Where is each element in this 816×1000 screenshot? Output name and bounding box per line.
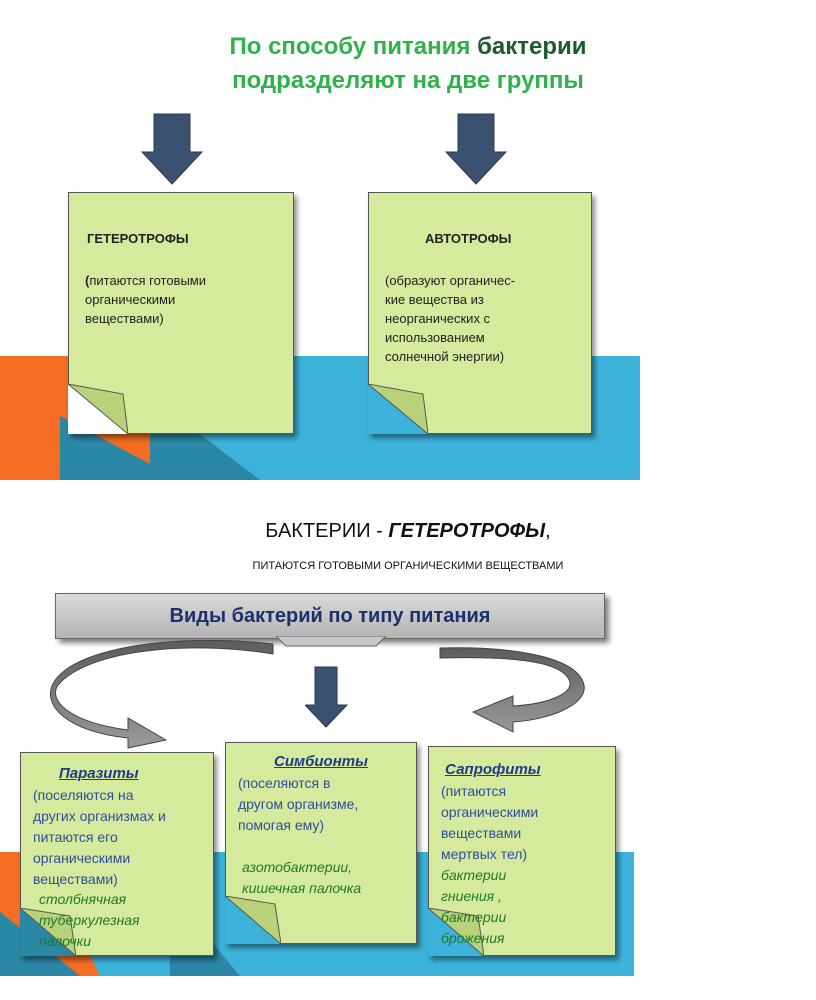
card-fold-corner [368, 384, 428, 434]
card-symbionts-examples: азотобактерии, кишечная палочка [242, 859, 362, 896]
card-heterotrophs: ГЕТЕРОТРОФЫ (питаются готовыми органичес… [68, 192, 294, 434]
arrow-down-left [140, 113, 204, 185]
section2-title-prefix: БАКТЕРИИ - [265, 520, 389, 542]
card-heterotrophs-paren: ( [85, 273, 90, 288]
card-saprophytes-title: Сапрофиты [445, 761, 541, 778]
card-autotrophs-title: АВТОТРОФЫ [425, 231, 512, 246]
arrow-down-center [305, 666, 349, 728]
types-banner: Виды бактерий по типу питания [55, 593, 605, 639]
section2-title-suffix: , [545, 520, 551, 542]
card-symbionts-title: Симбионты [274, 753, 368, 770]
card-autotrophs: АВТОТРОФЫ (образуют органичес- кие вещес… [368, 192, 592, 434]
card-parasites-title: Паразиты [59, 765, 139, 782]
card-parasites-text: (поселяются на других организмах и питаю… [33, 787, 166, 887]
card-heterotrophs-body: питаются готовыми органическими вещества… [85, 273, 206, 326]
card-fold-corner [428, 908, 484, 956]
arrow-down-right [444, 113, 508, 185]
card-heterotrophs-title: ГЕТЕРОТРОФЫ [87, 231, 189, 246]
card-saprophytes: Сапрофиты (питаются органическими вещест… [428, 746, 616, 956]
headline: По способу питания бактерии подразделяют… [0, 30, 816, 98]
card-symbionts-text: (поселяются в другом организме, помогая … [238, 775, 359, 833]
card-fold-corner [68, 384, 128, 434]
headline-part1: По способу питания [229, 33, 471, 60]
headline-line2: подразделяют на две группы [232, 67, 584, 94]
card-saprophytes-text: (питаются органическими веществами мертв… [441, 783, 539, 862]
card-fold-corner [225, 896, 281, 944]
card-fold-corner [20, 908, 76, 956]
card-parasites-examples: столбнячная туберкулезная палочки [39, 891, 140, 949]
curved-arrow-right [439, 647, 585, 733]
card-parasites: Паразиты (поселяются на других организма… [20, 752, 214, 956]
banner-tab [276, 636, 386, 647]
headline-part2: бактерии [477, 33, 587, 60]
section2-title-emphasis: ГЕТЕРОТРОФЫ [388, 520, 546, 542]
card-symbionts: Симбионты (поселяются в другом организме… [225, 742, 417, 944]
section2-subtitle: ПИТАЮТСЯ ГОТОВЫМИ ОРГАНИЧЕСКИМИ ВЕЩЕСТВА… [252, 560, 564, 572]
card-autotrophs-text: (образуют органичес- кие вещества из нео… [385, 273, 516, 364]
section2-title: БАКТЕРИИ - ГЕТЕРОТРОФЫ, [0, 520, 816, 543]
card-heterotrophs-text: (питаются готовыми органическими веществ… [85, 271, 206, 328]
card-saprophytes-examples: бактерии гниения , бактерии брожения [441, 867, 507, 946]
curved-arrow-left [49, 640, 274, 749]
